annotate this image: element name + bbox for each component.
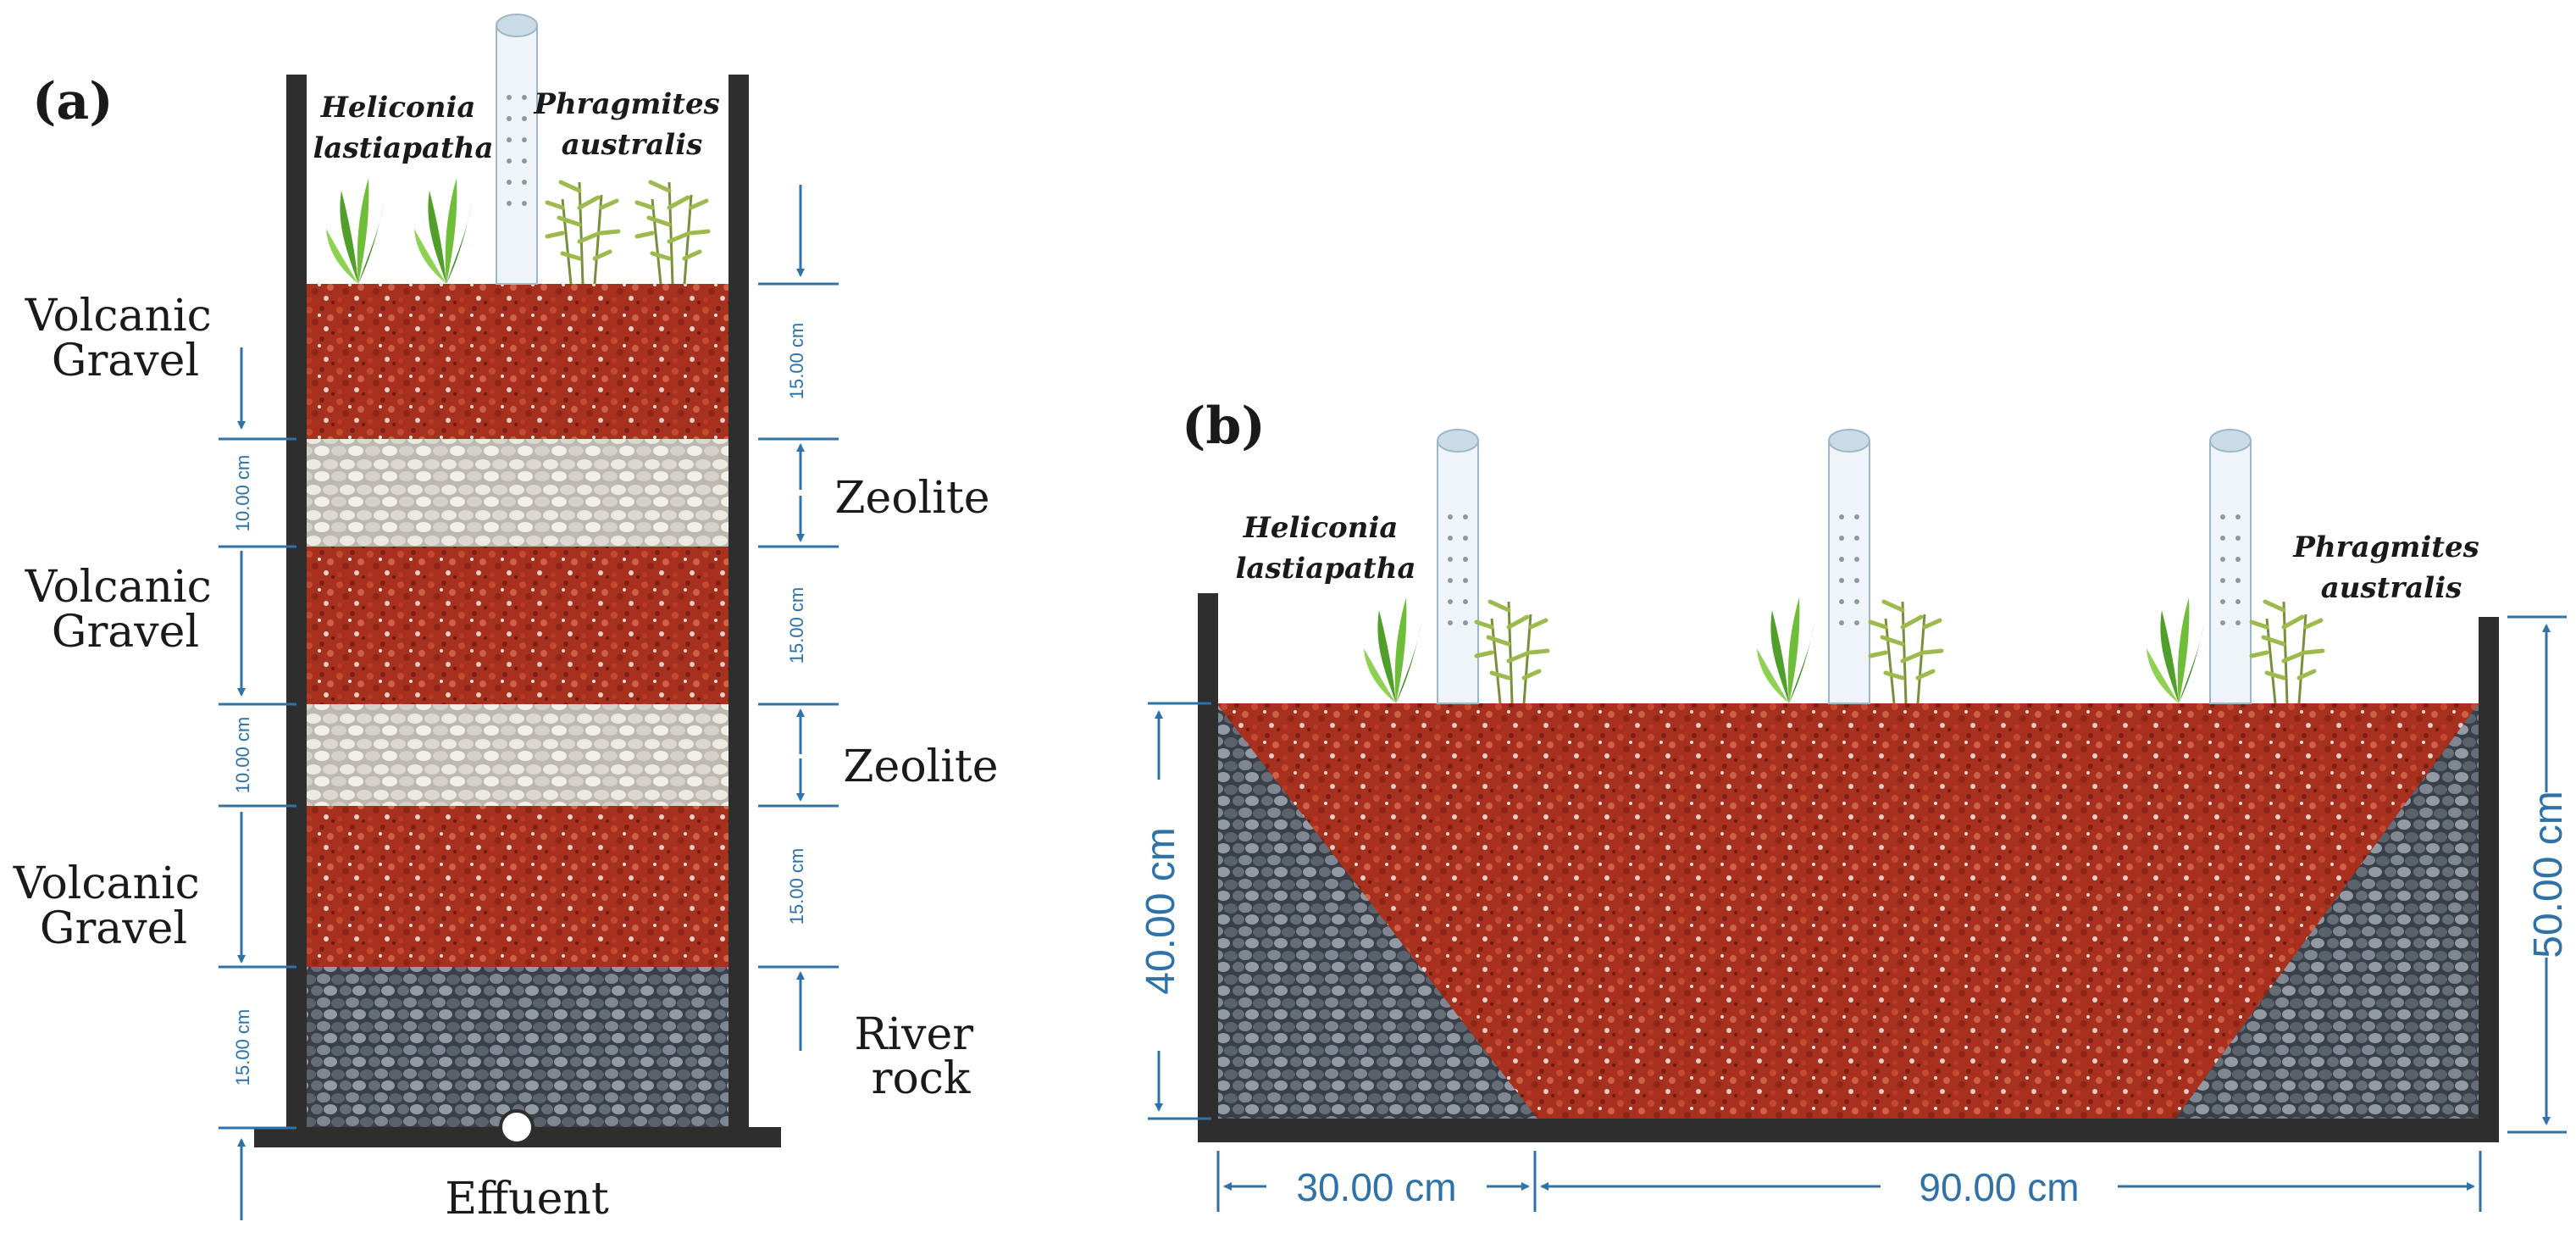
dim-left-river-rock: 15.00 cm xyxy=(232,1009,253,1086)
heliconia-plant-icon xyxy=(2147,597,2204,703)
panel-b-river-rock-left xyxy=(1216,703,1537,1119)
panel-a-right-wall xyxy=(728,75,749,1142)
effluent-outlet xyxy=(499,1109,535,1145)
dim-width-30: 30.00 cm xyxy=(1296,1165,1456,1209)
phragmites-plant-icon xyxy=(1870,602,1942,703)
panel-b-base xyxy=(1198,1119,2499,1142)
dim-left-zeolite-1: 10.00 cm xyxy=(232,455,253,532)
heliconia-plant-icon xyxy=(1364,597,1421,703)
dim-width-90: 90.00 cm xyxy=(1919,1165,2079,1209)
panel-b-right-wall xyxy=(2479,617,2499,1142)
label-zeolite-1: Zeolite xyxy=(834,473,989,524)
label-volcanic-gravel-1: Volcanic Gravel xyxy=(25,291,226,386)
panel-a-left-dimensions xyxy=(219,347,296,1220)
panel-a-left-wall xyxy=(286,75,307,1142)
phragmites-plant-icon xyxy=(637,182,708,284)
panel-b-tag: (b) xyxy=(1182,397,1266,456)
layer-river-rock xyxy=(307,967,728,1128)
plant-label-phragmites: Phragmites australis xyxy=(533,87,729,162)
heliconia-plant-icon xyxy=(1757,597,1814,703)
label-volcanic-gravel-3: Volcanic Gravel xyxy=(13,858,214,954)
panel-b-dimensions xyxy=(1148,615,2567,1212)
layer-volcanic-gravel-2 xyxy=(307,547,728,704)
layer-zeolite-1 xyxy=(307,439,728,547)
layer-zeolite-2 xyxy=(307,704,728,806)
panel-b-plant-label-heliconia: Heliconia lastiapatha xyxy=(1236,511,1416,586)
plant-label-heliconia: Heliconia lastiapatha xyxy=(313,91,494,165)
panel-a-tag: (a) xyxy=(32,72,114,131)
layer-volcanic-gravel-3 xyxy=(307,806,728,967)
panel-b-pipe xyxy=(2209,429,2252,704)
phragmites-plant-icon xyxy=(2252,602,2323,703)
panel-b-pipe xyxy=(1437,429,1479,704)
dim-right-volcanic-2: 15.00 cm xyxy=(786,587,807,664)
heliconia-plant-icon xyxy=(326,178,384,284)
panel-b: (b) Heliconia l xyxy=(1138,397,2571,1212)
panel-a: (a) xyxy=(13,14,999,1225)
dim-left-zeolite-2: 10.00 cm xyxy=(232,717,253,794)
panel-b-plant-label-phragmites: Phragmites australis xyxy=(2292,530,2489,605)
panel-b-left-wall xyxy=(1198,593,1218,1142)
panel-b-pipe xyxy=(1828,429,1870,704)
phragmites-plant-icon xyxy=(547,182,618,284)
label-zeolite-2: Zeolite xyxy=(843,741,998,792)
dim-right-volcanic-3: 15.00 cm xyxy=(786,848,807,925)
label-volcanic-gravel-2: Volcanic Gravel xyxy=(25,562,226,658)
panel-b-river-rock-right xyxy=(2175,703,2479,1119)
label-river-rock: River rock xyxy=(854,1009,987,1104)
dim-depth-50: 50.00 cm xyxy=(2526,791,2571,958)
layer-volcanic-gravel-1 xyxy=(307,284,728,439)
effluent-label: Effuent xyxy=(445,1174,609,1225)
heliconia-plant-icon xyxy=(414,178,472,284)
dim-depth-40: 40.00 cm xyxy=(1138,827,1183,994)
phragmites-plant-icon xyxy=(1476,602,1548,703)
panel-a-right-dimensions xyxy=(758,185,839,1051)
panel-a-pipe xyxy=(496,14,538,285)
dim-right-volcanic-1: 15.00 cm xyxy=(786,323,807,400)
